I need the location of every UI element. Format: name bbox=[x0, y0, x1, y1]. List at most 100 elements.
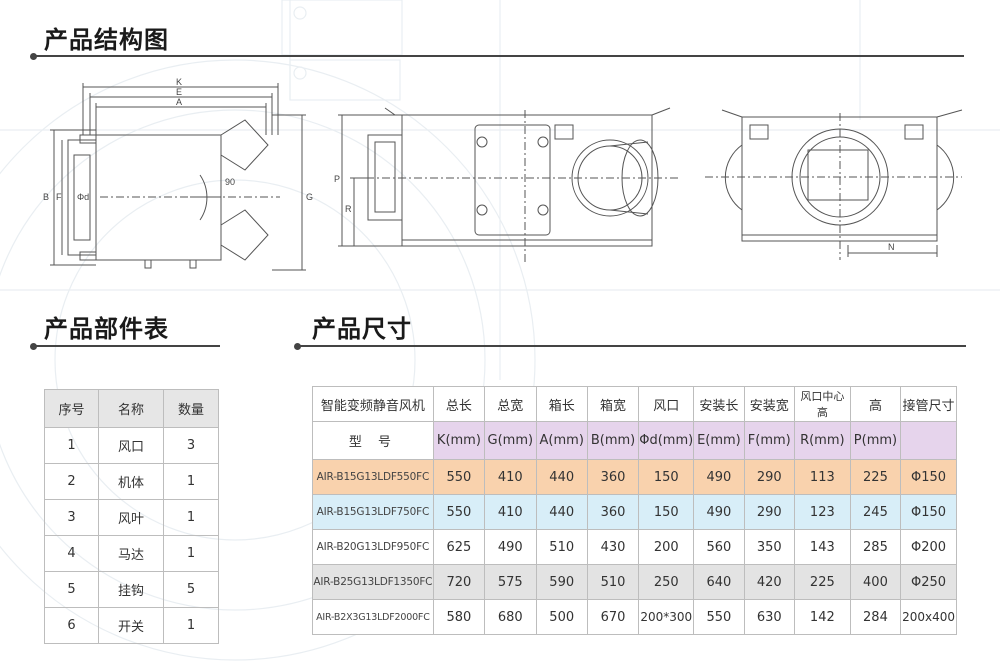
cell: G(mm) bbox=[484, 421, 537, 460]
cell: 410 bbox=[484, 459, 537, 495]
cell: 开关 bbox=[97, 607, 165, 644]
cell: 风口 bbox=[97, 427, 165, 464]
col-header: 名称 bbox=[97, 389, 165, 428]
cell: 200*300 bbox=[638, 599, 695, 635]
cell: 640 bbox=[693, 564, 745, 600]
col-header: 智能变频静音风机 bbox=[312, 386, 434, 422]
col-header: 箱长 bbox=[535, 386, 588, 422]
cell: Φ250 bbox=[900, 564, 957, 600]
cell: 4 bbox=[44, 535, 99, 572]
label-phi-d: Φd bbox=[77, 192, 89, 202]
col-header: 箱宽 bbox=[586, 386, 640, 422]
cell: 490 bbox=[693, 494, 745, 530]
cell: 1 bbox=[44, 427, 99, 464]
label-angle: 90 bbox=[225, 177, 235, 187]
label-N: N bbox=[888, 242, 895, 252]
cell: 720 bbox=[432, 564, 486, 600]
cell: 440 bbox=[535, 494, 588, 530]
front-view-drawing: N bbox=[705, 109, 963, 260]
col-header: 安装长 bbox=[693, 386, 745, 422]
label-R: R bbox=[345, 204, 352, 214]
size-title: 产品尺寸 bbox=[312, 315, 412, 343]
cell: 510 bbox=[586, 564, 640, 600]
cell: 510 bbox=[535, 529, 588, 565]
cell: 420 bbox=[743, 564, 795, 600]
label-G: G bbox=[306, 192, 313, 202]
cell: 1 bbox=[163, 535, 219, 572]
cell: 225 bbox=[849, 459, 902, 495]
top-view-drawing: K E A B F Φd G 90 bbox=[43, 77, 313, 271]
cell: 550 bbox=[693, 599, 745, 635]
cell: 580 bbox=[432, 599, 486, 635]
cell: 575 bbox=[484, 564, 537, 600]
label-A: A bbox=[176, 97, 182, 107]
cell: R(mm) bbox=[793, 421, 851, 460]
cell: 500 bbox=[535, 599, 588, 635]
title-underline bbox=[34, 55, 964, 57]
cell: 410 bbox=[484, 494, 537, 530]
cell: 143 bbox=[793, 529, 851, 565]
cell: E(mm) bbox=[693, 421, 745, 460]
parts-title: 产品部件表 bbox=[44, 315, 169, 343]
cell: 150 bbox=[638, 459, 695, 495]
cell: 挂钩 bbox=[97, 571, 165, 608]
cell: 113 bbox=[793, 459, 851, 495]
cell: 200 bbox=[638, 529, 695, 565]
cell: 3 bbox=[163, 427, 219, 464]
cell: 马达 bbox=[97, 535, 165, 572]
size-table: 智能变频静音风机 总长 总宽 箱长 箱宽 风口 安装长 安装宽 风口中心高 高 … bbox=[312, 386, 957, 635]
col-header: 风口中心高 bbox=[793, 386, 851, 422]
cell: 350 bbox=[743, 529, 795, 565]
cell: F(mm) bbox=[743, 421, 795, 460]
cell: 142 bbox=[793, 599, 851, 635]
cell: 245 bbox=[849, 494, 902, 530]
model-cell: AIR-B20G13LDF950FC bbox=[312, 529, 434, 565]
cell: 590 bbox=[535, 564, 588, 600]
cell: K(mm) bbox=[432, 421, 486, 460]
cell: Φ200 bbox=[900, 529, 957, 565]
cell: 285 bbox=[849, 529, 902, 565]
cell: 1 bbox=[163, 499, 219, 536]
cell: 1 bbox=[163, 607, 219, 644]
cell: 400 bbox=[849, 564, 902, 600]
label-B: B bbox=[43, 192, 49, 202]
cell: 680 bbox=[484, 599, 537, 635]
cell: 123 bbox=[793, 494, 851, 530]
cell: 290 bbox=[743, 459, 795, 495]
cell: 440 bbox=[535, 459, 588, 495]
cell: 360 bbox=[586, 459, 640, 495]
col-header: 风口 bbox=[638, 386, 695, 422]
cell: Φ150 bbox=[900, 459, 957, 495]
cell: 型 号 bbox=[312, 421, 434, 460]
cell: 2 bbox=[44, 463, 99, 500]
title-underline bbox=[298, 345, 966, 347]
table-row: AIR-B25G13LDF1350FC 720 575 590 510 250 … bbox=[312, 564, 957, 600]
cell: 200x400 bbox=[900, 599, 957, 635]
cell: 490 bbox=[693, 459, 745, 495]
cell: 225 bbox=[793, 564, 851, 600]
cell: 550 bbox=[432, 494, 486, 530]
title-dot bbox=[30, 343, 37, 350]
col-header: 总长 bbox=[432, 386, 486, 422]
cell: 630 bbox=[743, 599, 795, 635]
structure-title: 产品结构图 bbox=[44, 26, 169, 54]
label-P: P bbox=[334, 174, 340, 184]
cell: 550 bbox=[432, 459, 486, 495]
cell: 670 bbox=[586, 599, 640, 635]
parts-header-row: 序号 名称 数量 bbox=[44, 389, 219, 428]
cell: 3 bbox=[44, 499, 99, 536]
table-row: AIR-B15G13LDF750FC 550 410 440 360 150 4… bbox=[312, 494, 957, 530]
cell: 6 bbox=[44, 607, 99, 644]
units-row: 型 号 K(mm) G(mm) A(mm) B(mm) Φd(mm) E(mm)… bbox=[312, 421, 957, 460]
col-header: 序号 bbox=[44, 389, 99, 428]
table-row: AIR-B15G13LDF550FC 550 410 440 360 150 4… bbox=[312, 459, 957, 495]
col-header: 总宽 bbox=[484, 386, 537, 422]
side-view-drawing: P R bbox=[334, 107, 680, 265]
title-underline bbox=[34, 345, 220, 347]
cell: 360 bbox=[586, 494, 640, 530]
